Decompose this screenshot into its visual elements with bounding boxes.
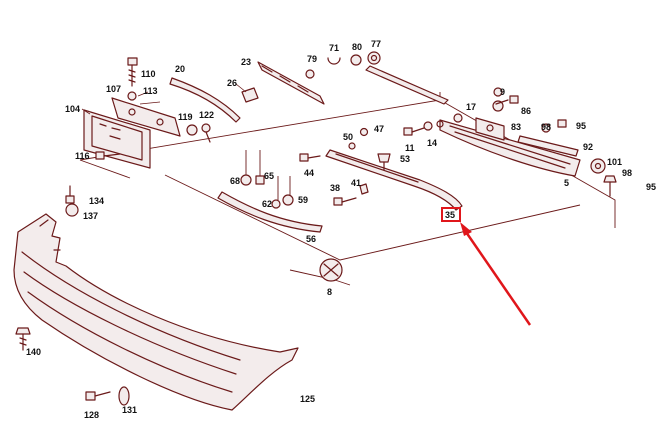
label-35: 35 [445, 210, 455, 220]
bumper-125 [13, 213, 299, 411]
label-71: 71 [329, 43, 339, 53]
label-38: 38 [330, 183, 340, 193]
strip-23 [257, 61, 325, 105]
plate-bracket [111, 91, 181, 137]
nuts-lower-left [240, 150, 294, 209]
label-53: 53 [400, 154, 410, 164]
label-17: 17 [466, 102, 476, 112]
label-134: 134 [89, 196, 104, 206]
label-11: 11 [405, 143, 415, 153]
label-116: 116 [75, 151, 90, 161]
label-9: 9 [500, 87, 505, 97]
label-62: 62 [262, 199, 272, 209]
trim-strip-upper [365, 65, 449, 105]
label-128: 128 [84, 410, 99, 420]
label-137: 137 [83, 211, 98, 221]
screws-mid [403, 113, 463, 136]
washer-101 [590, 158, 606, 174]
label-83: 83 [511, 122, 521, 132]
label-86: 86 [521, 106, 531, 116]
label-119: 119 [178, 112, 193, 122]
label-44: 44 [304, 168, 314, 178]
label-77: 77 [371, 39, 381, 49]
clip-53 [377, 153, 391, 171]
trim-5 [439, 119, 581, 177]
trim-35 [325, 149, 463, 211]
label-122: 122 [199, 110, 214, 120]
label-98a: 98 [541, 122, 551, 132]
nut-47 [359, 127, 369, 137]
label-95a: 95 [576, 121, 586, 131]
label-47: 47 [374, 124, 384, 134]
bracket-83 [475, 117, 505, 141]
label-26: 26 [227, 78, 237, 88]
washer-131 [118, 386, 130, 406]
strip-20 [169, 77, 241, 123]
label-113: 113 [143, 86, 158, 96]
label-23: 23 [241, 57, 251, 67]
nut-50 [348, 142, 356, 150]
label-79: 79 [307, 54, 317, 64]
label-98b: 98 [622, 168, 632, 178]
wrench-icon [319, 258, 343, 282]
label-50: 50 [343, 132, 353, 142]
label-92: 92 [583, 142, 593, 152]
label-5: 5 [564, 178, 569, 188]
label-14: 14 [427, 138, 437, 148]
screws-119-122 [186, 123, 211, 143]
label-80: 80 [352, 42, 362, 52]
label-125: 125 [300, 394, 315, 404]
highlight-box [441, 207, 461, 222]
screw-128 [85, 391, 111, 401]
bolts-right [492, 87, 567, 133]
trim-56 [217, 191, 323, 233]
label-107: 107 [106, 84, 121, 94]
label-65: 65 [264, 171, 274, 181]
label-104: 104 [65, 104, 80, 114]
screws-134-137 [65, 185, 79, 217]
label-41: 41 [351, 178, 361, 188]
label-8: 8 [327, 287, 332, 297]
screw-38 [333, 183, 369, 206]
highlight-arrow [460, 222, 532, 326]
screw-98b [603, 175, 617, 197]
label-56: 56 [306, 234, 316, 244]
label-68: 68 [230, 176, 240, 186]
frame-bottom [164, 174, 581, 261]
frame-left-tick [79, 159, 131, 179]
label-110: 110 [141, 69, 156, 79]
bracket-92 [517, 135, 579, 157]
screw-110 [127, 57, 138, 87]
leader-lines [81, 83, 247, 115]
screw-116 [95, 151, 121, 160]
label-20: 20 [175, 64, 185, 74]
label-59: 59 [298, 195, 308, 205]
screw-44 [299, 153, 321, 162]
label-131: 131 [122, 405, 137, 415]
label-101: 101 [607, 157, 622, 167]
small-parts-top [305, 51, 381, 79]
label-140: 140 [26, 347, 41, 357]
label-95b: 95 [646, 182, 656, 192]
clip-26 [241, 87, 259, 103]
screw-140 [15, 327, 31, 351]
